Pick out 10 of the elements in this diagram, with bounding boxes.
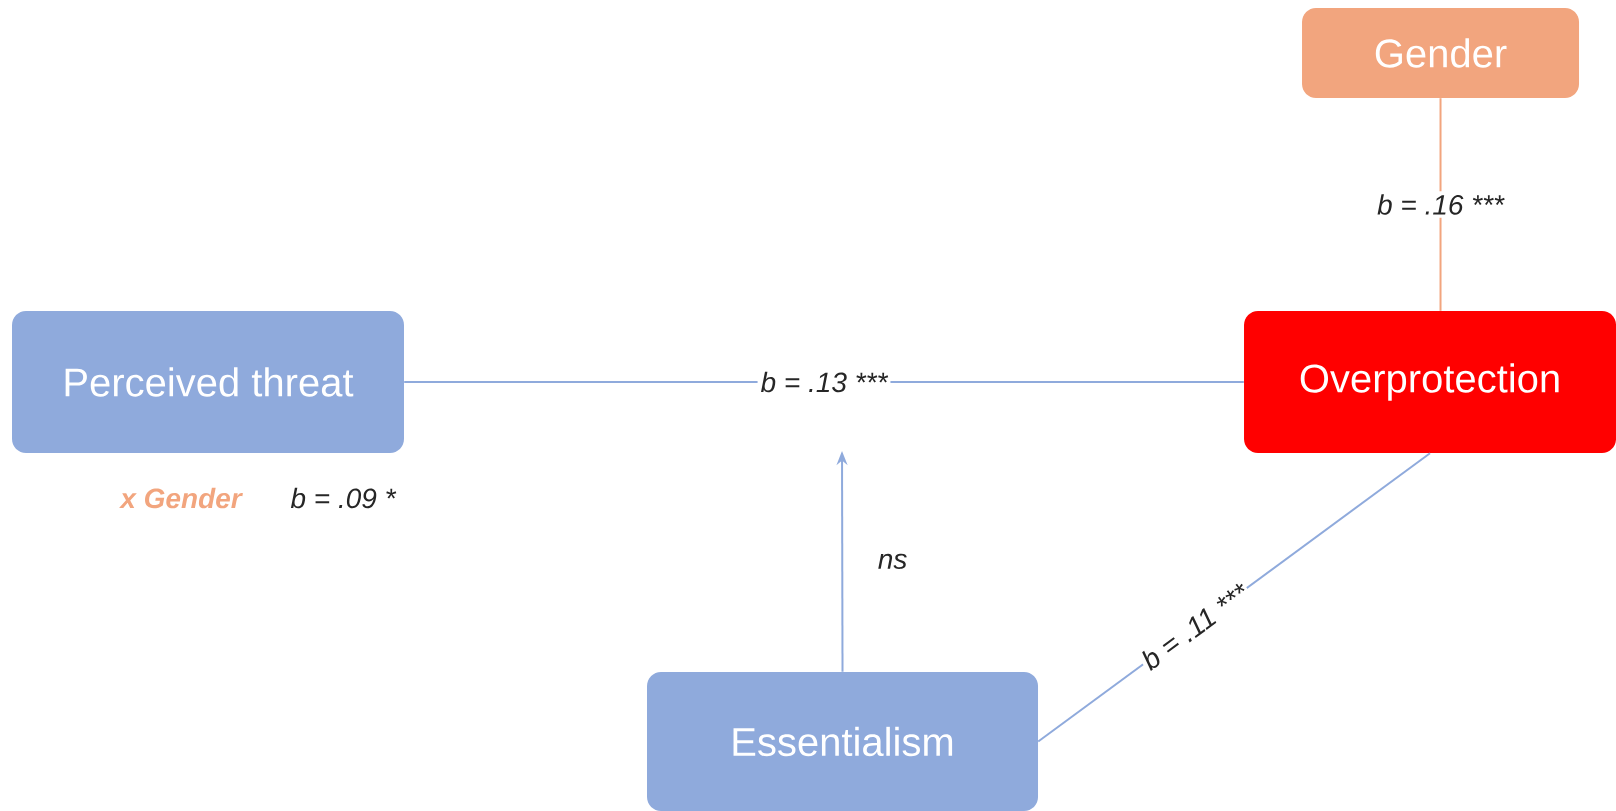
annotation-text: x Gender bbox=[119, 487, 243, 509]
edge-label: ns bbox=[878, 553, 907, 570]
edge-label: b = .11 *** bbox=[1135, 578, 1255, 675]
annotation-text: b = .09 * bbox=[290, 487, 397, 509]
edge-label: b = .13 *** bbox=[757, 368, 891, 396]
variable-box: Overprotection bbox=[1244, 311, 1616, 453]
variable-box: Gender bbox=[1302, 8, 1579, 98]
variable-box: Essentialism bbox=[647, 672, 1038, 811]
variable-box: Perceived threat bbox=[12, 311, 404, 453]
edge-label: b = .16 *** bbox=[1374, 191, 1507, 218]
